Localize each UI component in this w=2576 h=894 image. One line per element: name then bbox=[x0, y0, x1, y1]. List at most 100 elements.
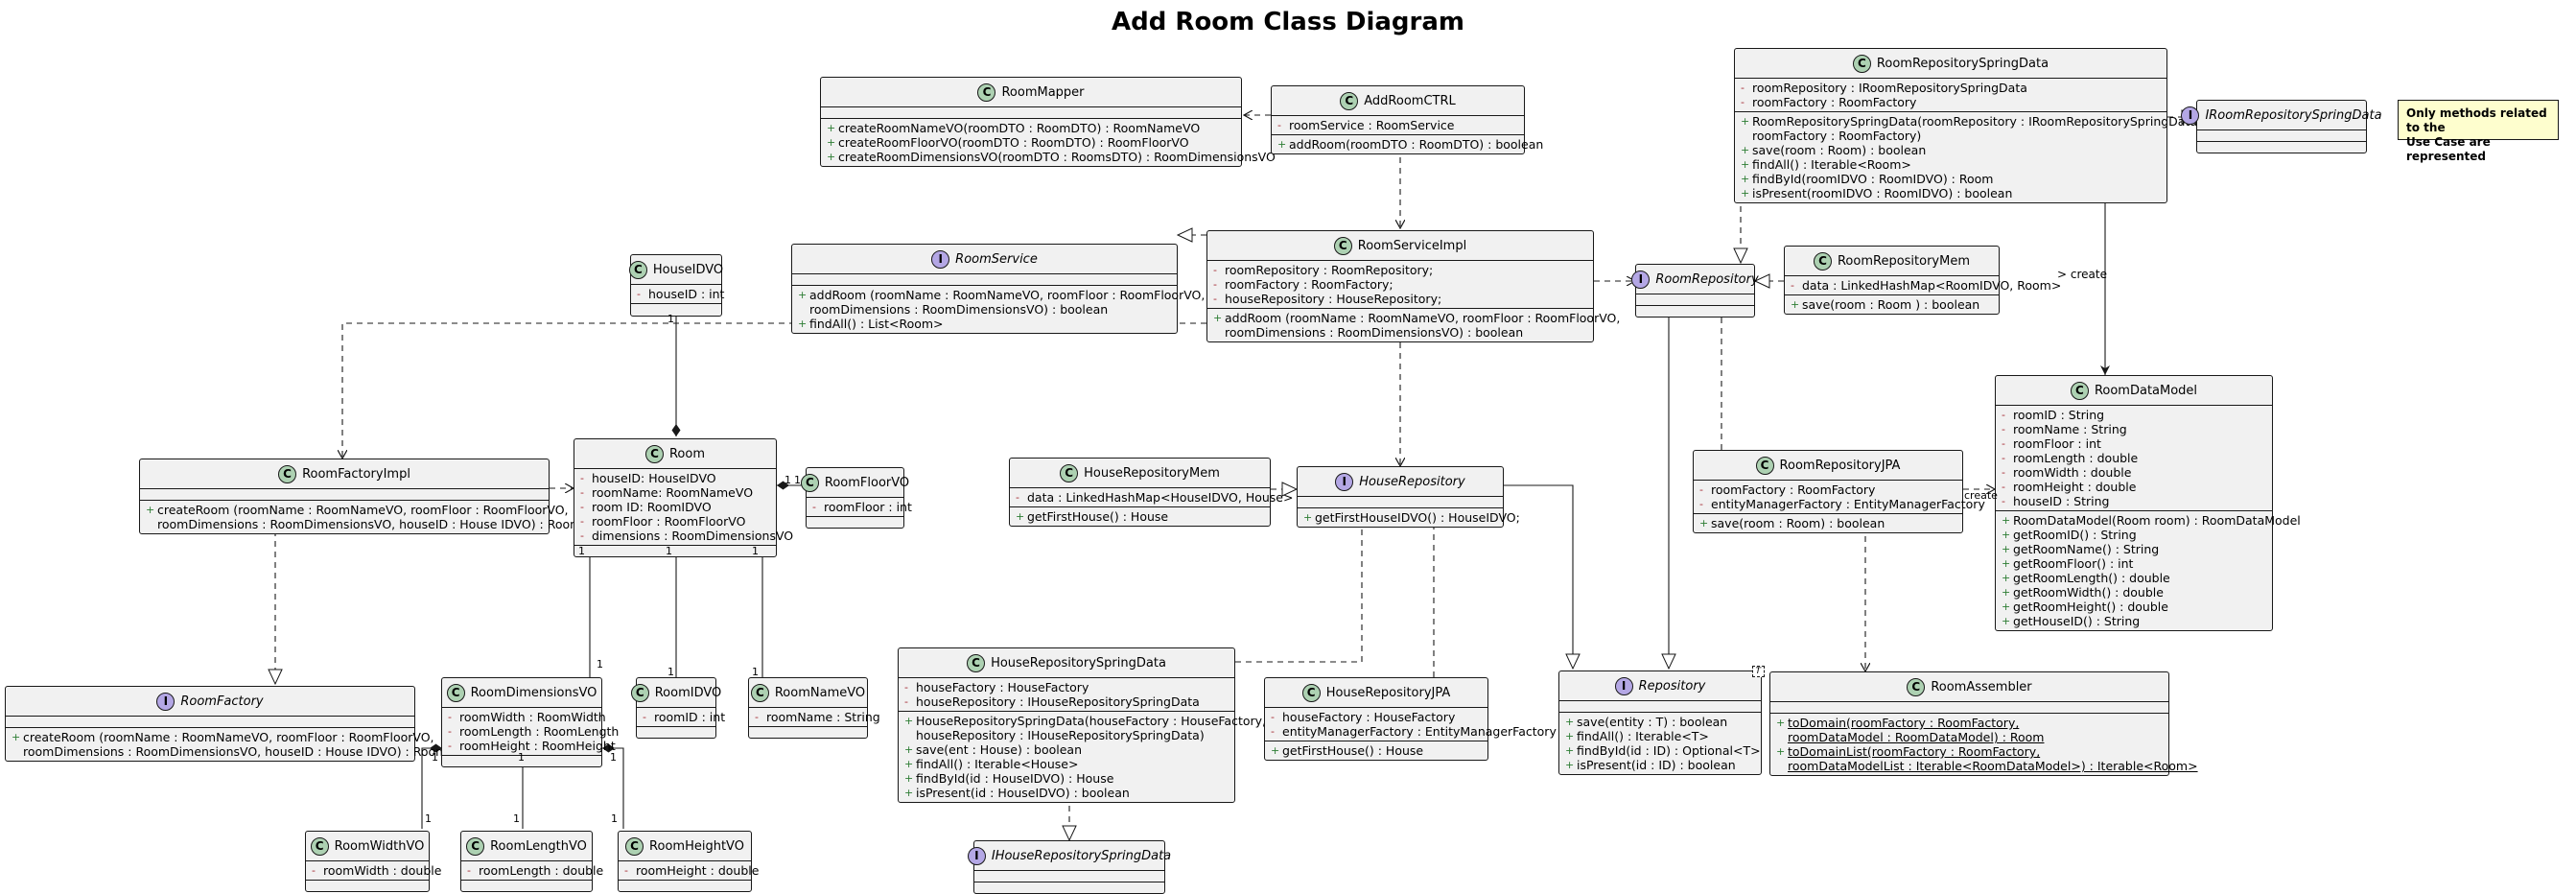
member-text: createRoomDimensionsVO(roomDTO : RoomsDT… bbox=[838, 150, 1276, 164]
attribute-row: -roomLength : double bbox=[467, 863, 603, 878]
attribute-row: -houseID : int bbox=[637, 287, 724, 301]
method-row: +findAll() : Iterable<Room> bbox=[1741, 157, 2161, 172]
visibility-marker: - bbox=[1213, 278, 1217, 291]
method-row: +findAll() : List<Room> bbox=[798, 317, 1171, 331]
class-icon: C bbox=[625, 836, 644, 856]
method-row: +getRoomLength() : double bbox=[2002, 571, 2266, 585]
visibility-marker: + bbox=[1741, 158, 1750, 171]
class-icon: C bbox=[1852, 54, 1871, 73]
member-text: RoomDataModel(Room room) : RoomDataModel bbox=[2013, 513, 2301, 528]
method-row: +getRoomWidth() : double bbox=[2002, 585, 2266, 600]
member-text: roomDimensions : RoomDimensionsVO, house… bbox=[23, 744, 448, 759]
methods-section: +save(room : Room) : boolean bbox=[1694, 514, 1962, 532]
member-text: data : LinkedHashMap<HouseIDVO, House> bbox=[1027, 490, 1294, 505]
attribute-row: -data : LinkedHashMap<HouseIDVO, House> bbox=[1016, 490, 1293, 505]
multiplicity-dims-length: 1 bbox=[518, 751, 525, 764]
create-label-text: create bbox=[2070, 268, 2107, 281]
visibility-marker: + bbox=[1565, 744, 1575, 757]
member-text: HouseRepositorySpringData(houseFactory :… bbox=[916, 714, 1267, 728]
visibility-marker: + bbox=[2002, 543, 2011, 555]
attribute-row: -houseID: HouseIDVO bbox=[580, 471, 770, 485]
member-text: save(room : Room ) : boolean bbox=[1802, 297, 1980, 312]
class-name: AddRoomCTRL bbox=[1364, 93, 1456, 108]
member-text: findById(roomIDVO : RoomIDVO) : Room bbox=[1752, 172, 1994, 186]
class-houserepomem: C HouseRepositoryMem -data : LinkedHashMap… bbox=[1009, 458, 1293, 527]
attributes-section bbox=[6, 717, 414, 728]
attribute-row: -roomFactory : RoomFactory bbox=[1741, 95, 2161, 109]
multiplicity-roomnamevo: 1 bbox=[752, 666, 759, 678]
class-header: C RoomHeightVO bbox=[619, 832, 751, 861]
attribute-row: -roomFactory : RoomFactory; bbox=[1213, 277, 1587, 292]
member-text: houseID : int bbox=[648, 287, 725, 301]
attribute-row: -roomName: RoomNameVO bbox=[580, 485, 770, 500]
interface-icon: I bbox=[1335, 472, 1354, 491]
multiplicity-room-floor-left: 1 bbox=[785, 474, 791, 486]
diagram-title: Add Room Class Diagram bbox=[1112, 8, 1464, 36]
interface-icon: I bbox=[967, 846, 986, 865]
method-row: +RoomDataModel(Room room) : RoomDataMode… bbox=[2002, 513, 2301, 528]
method-row: roomDimensions : RoomDimensionsVO) : boo… bbox=[798, 302, 1171, 317]
visibility-marker: + bbox=[904, 758, 914, 770]
class-name: Room bbox=[668, 446, 706, 461]
member-text: addRoom (roomName : RoomNameVO, roomFloo… bbox=[809, 288, 1206, 302]
attributes-section bbox=[821, 107, 1241, 119]
attribute-row: -houseRepository : IHouseRepositorySprin… bbox=[904, 694, 1229, 709]
attribute-row: -roomHeight : double bbox=[624, 863, 759, 878]
visibility-marker: + bbox=[904, 743, 914, 756]
member-text: getRoomID() : String bbox=[2013, 528, 2137, 542]
attributes-section bbox=[140, 489, 549, 501]
class-name: RoomAssembler bbox=[1931, 679, 2032, 694]
attributes-section: -houseID : int bbox=[631, 285, 724, 304]
class-name: RoomDataModel bbox=[2094, 383, 2198, 398]
class-name: Repository bbox=[1638, 678, 1706, 694]
visibility-marker: + bbox=[2002, 572, 2011, 584]
class-name: HouseRepositoryMem bbox=[1084, 465, 1220, 481]
methods-section bbox=[807, 517, 903, 528]
edge-houserepo-repository bbox=[1504, 484, 1581, 670]
attribute-row: -roomFloor : RoomFloorVO bbox=[580, 514, 770, 529]
visibility-marker: - bbox=[467, 864, 471, 877]
method-row: roomDimensions : RoomDimensionsVO) : boo… bbox=[1213, 325, 1587, 340]
methods-section: +getFirstHouse() : House bbox=[1010, 507, 1270, 526]
method-row: +isPresent(roomIDVO : RoomIDVO) : boolea… bbox=[1741, 186, 2161, 200]
member-text: isPresent(roomIDVO : RoomIDVO) : boolean bbox=[1752, 186, 2013, 200]
visibility-marker: - bbox=[2002, 481, 2005, 493]
methods-section: +addRoom (roomName : RoomNameVO, roomFlo… bbox=[792, 286, 1205, 333]
visibility-marker: + bbox=[827, 136, 836, 149]
visibility-marker: + bbox=[827, 151, 836, 163]
method-row: +findAll() : Iterable<House> bbox=[904, 757, 1229, 771]
member-text: createRoom (roomName : RoomNameVO, roomF… bbox=[157, 503, 569, 517]
member-text: roomDataModel : RoomDataModel) : Room bbox=[1788, 730, 2045, 744]
member-text: getRoomName() : String bbox=[2013, 542, 2160, 556]
visibility-marker: + bbox=[2002, 529, 2011, 541]
method-row: roomDimensions : RoomDimensionsVO, house… bbox=[146, 517, 581, 531]
method-row: +findById(roomIDVO : RoomIDVO) : Room bbox=[1741, 172, 2161, 186]
class-icon: C bbox=[1060, 463, 1079, 482]
multiplicity-dims-height: 1 bbox=[610, 751, 617, 764]
method-row: +createRoomNameVO(roomDTO : RoomDTO) : R… bbox=[827, 121, 1235, 135]
multiplicity-room-dims: 1 bbox=[578, 545, 585, 557]
edge-width-dimensions bbox=[421, 743, 442, 829]
class-name: RoomFactoryImpl bbox=[302, 466, 410, 482]
method-row: +save(ent : House) : boolean bbox=[904, 742, 1229, 757]
member-text: houseRepository : HouseRepository; bbox=[1225, 292, 1442, 306]
class-icon: C bbox=[644, 444, 664, 463]
attributes-section: -houseFactory : HouseFactory-entityManag… bbox=[1265, 708, 1557, 741]
visibility-marker: - bbox=[1271, 711, 1275, 723]
class-name: RoomHeightVO bbox=[649, 838, 744, 854]
member-text: getFirstHouse() : House bbox=[1027, 509, 1169, 524]
member-text: getHouseID() : String bbox=[2013, 614, 2141, 628]
visibility-marker: - bbox=[637, 288, 641, 300]
